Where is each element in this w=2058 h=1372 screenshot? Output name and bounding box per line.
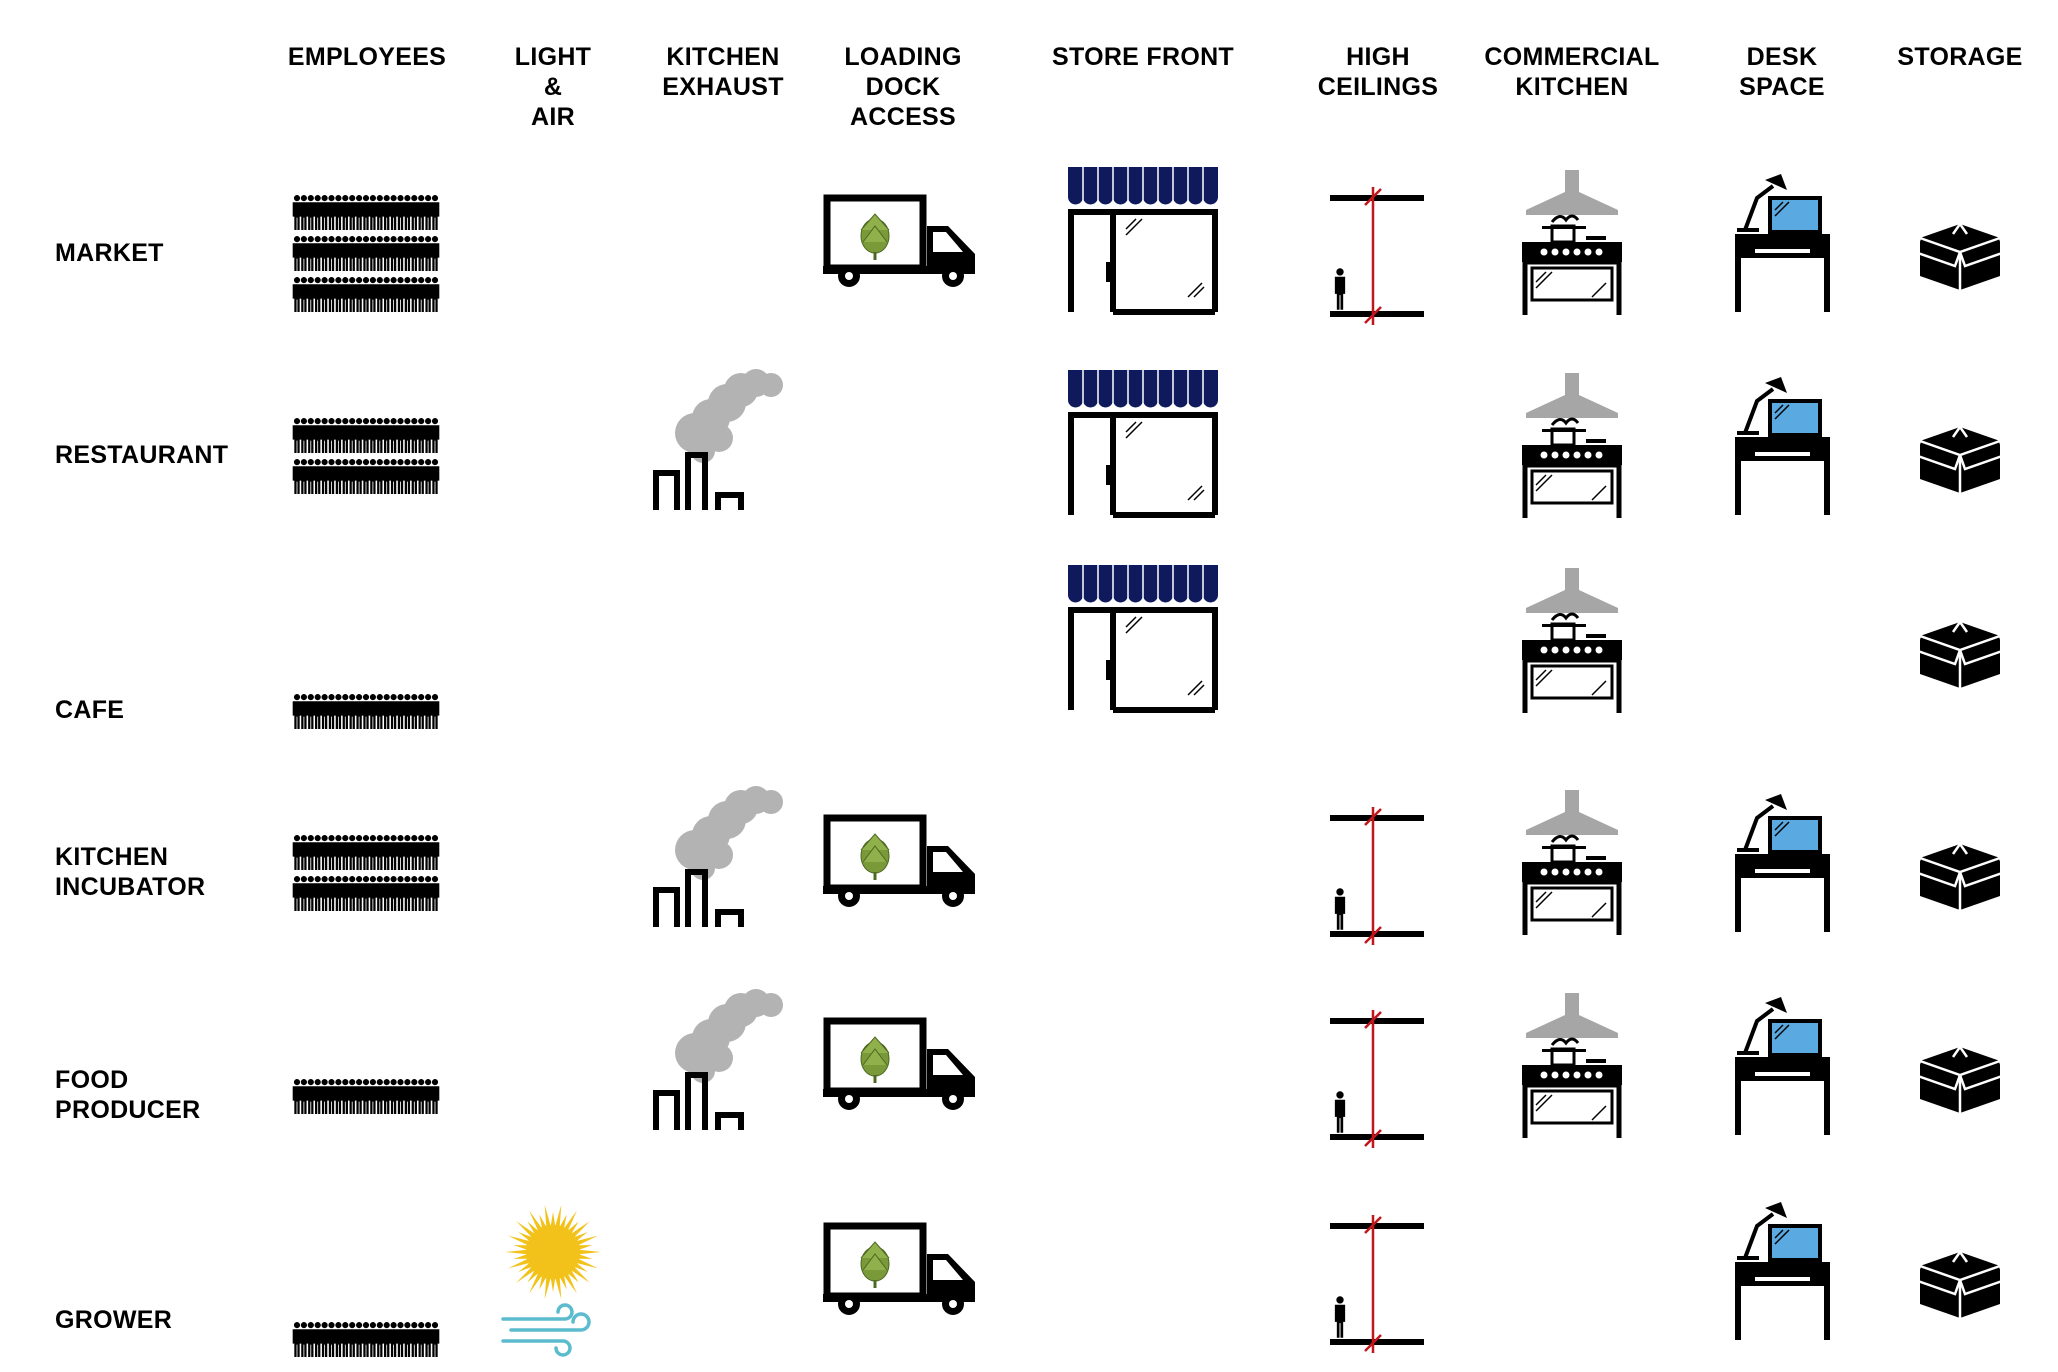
ceiling-height-icon <box>1328 807 1428 947</box>
storefront-awning-icon <box>1068 370 1218 518</box>
column-header-loading-dock: LOADING DOCK ACCESS <box>844 43 962 131</box>
stove-hood-icon <box>1522 373 1622 518</box>
desk-lamp-laptop-icon <box>1734 792 1830 932</box>
desk-lamp-laptop-icon <box>1734 375 1830 515</box>
row-label-grower: GROWER <box>55 1306 173 1334</box>
row-label-market: MARKET <box>55 239 164 267</box>
people-crowd-icon <box>292 690 442 730</box>
stove-hood-icon <box>1522 790 1622 935</box>
open-box-icon <box>1913 842 2007 912</box>
stove-hood-icon <box>1522 568 1622 713</box>
column-header-kitchen-exhaust: KITCHEN EXHAUST <box>662 43 784 101</box>
stove-hood-icon <box>1522 170 1622 315</box>
delivery-truck-icon <box>823 814 983 909</box>
ceiling-height-icon <box>1328 1215 1428 1355</box>
people-crowd-icon <box>292 191 442 313</box>
column-header-high-ceilings: HIGH CEILINGS <box>1317 43 1439 101</box>
column-header-employees: EMPLOYEES <box>287 43 447 71</box>
desk-lamp-laptop-icon <box>1734 995 1830 1135</box>
storefront-awning-icon <box>1068 565 1218 713</box>
desk-lamp-laptop-icon <box>1734 1200 1830 1340</box>
open-box-icon <box>1913 1250 2007 1320</box>
row-label-restaurant: RESTAURANT <box>55 441 229 469</box>
desk-lamp-laptop-icon <box>1734 172 1830 312</box>
open-box-icon <box>1913 222 2007 292</box>
open-box-icon <box>1913 620 2007 690</box>
delivery-truck-icon <box>823 194 983 289</box>
row-label-food-producer: FOOD PRODUCER <box>55 1066 201 1124</box>
column-header-desk-space: DESK SPACE <box>1739 43 1825 101</box>
smokestack-icon <box>653 983 793 1133</box>
open-box-icon <box>1913 425 2007 495</box>
column-header-store-front: STORE FRONT <box>1051 43 1235 71</box>
delivery-truck-icon <box>823 1017 983 1112</box>
sun-and-wind-icon <box>501 1202 603 1362</box>
column-header-storage: STORAGE <box>1897 43 2023 71</box>
column-header-light-air: LIGHT & AIR <box>514 43 592 131</box>
stove-hood-icon <box>1522 993 1622 1138</box>
row-label-cafe: CAFE <box>55 696 125 724</box>
people-crowd-icon <box>292 414 442 495</box>
storefront-awning-icon <box>1068 167 1218 315</box>
people-crowd-icon <box>292 1075 442 1115</box>
column-header-commercial-kitchen: COMMERCIAL KITCHEN <box>1484 43 1660 101</box>
smokestack-icon <box>653 780 793 930</box>
ceiling-height-icon <box>1328 187 1428 327</box>
ceiling-height-icon <box>1328 1010 1428 1150</box>
people-crowd-icon <box>292 1318 442 1358</box>
open-box-icon <box>1913 1045 2007 1115</box>
row-label-kitchen-incubator: KITCHEN INCUBATOR <box>55 843 206 901</box>
people-crowd-icon <box>292 831 442 912</box>
smokestack-icon <box>653 363 793 513</box>
delivery-truck-icon <box>823 1222 983 1317</box>
